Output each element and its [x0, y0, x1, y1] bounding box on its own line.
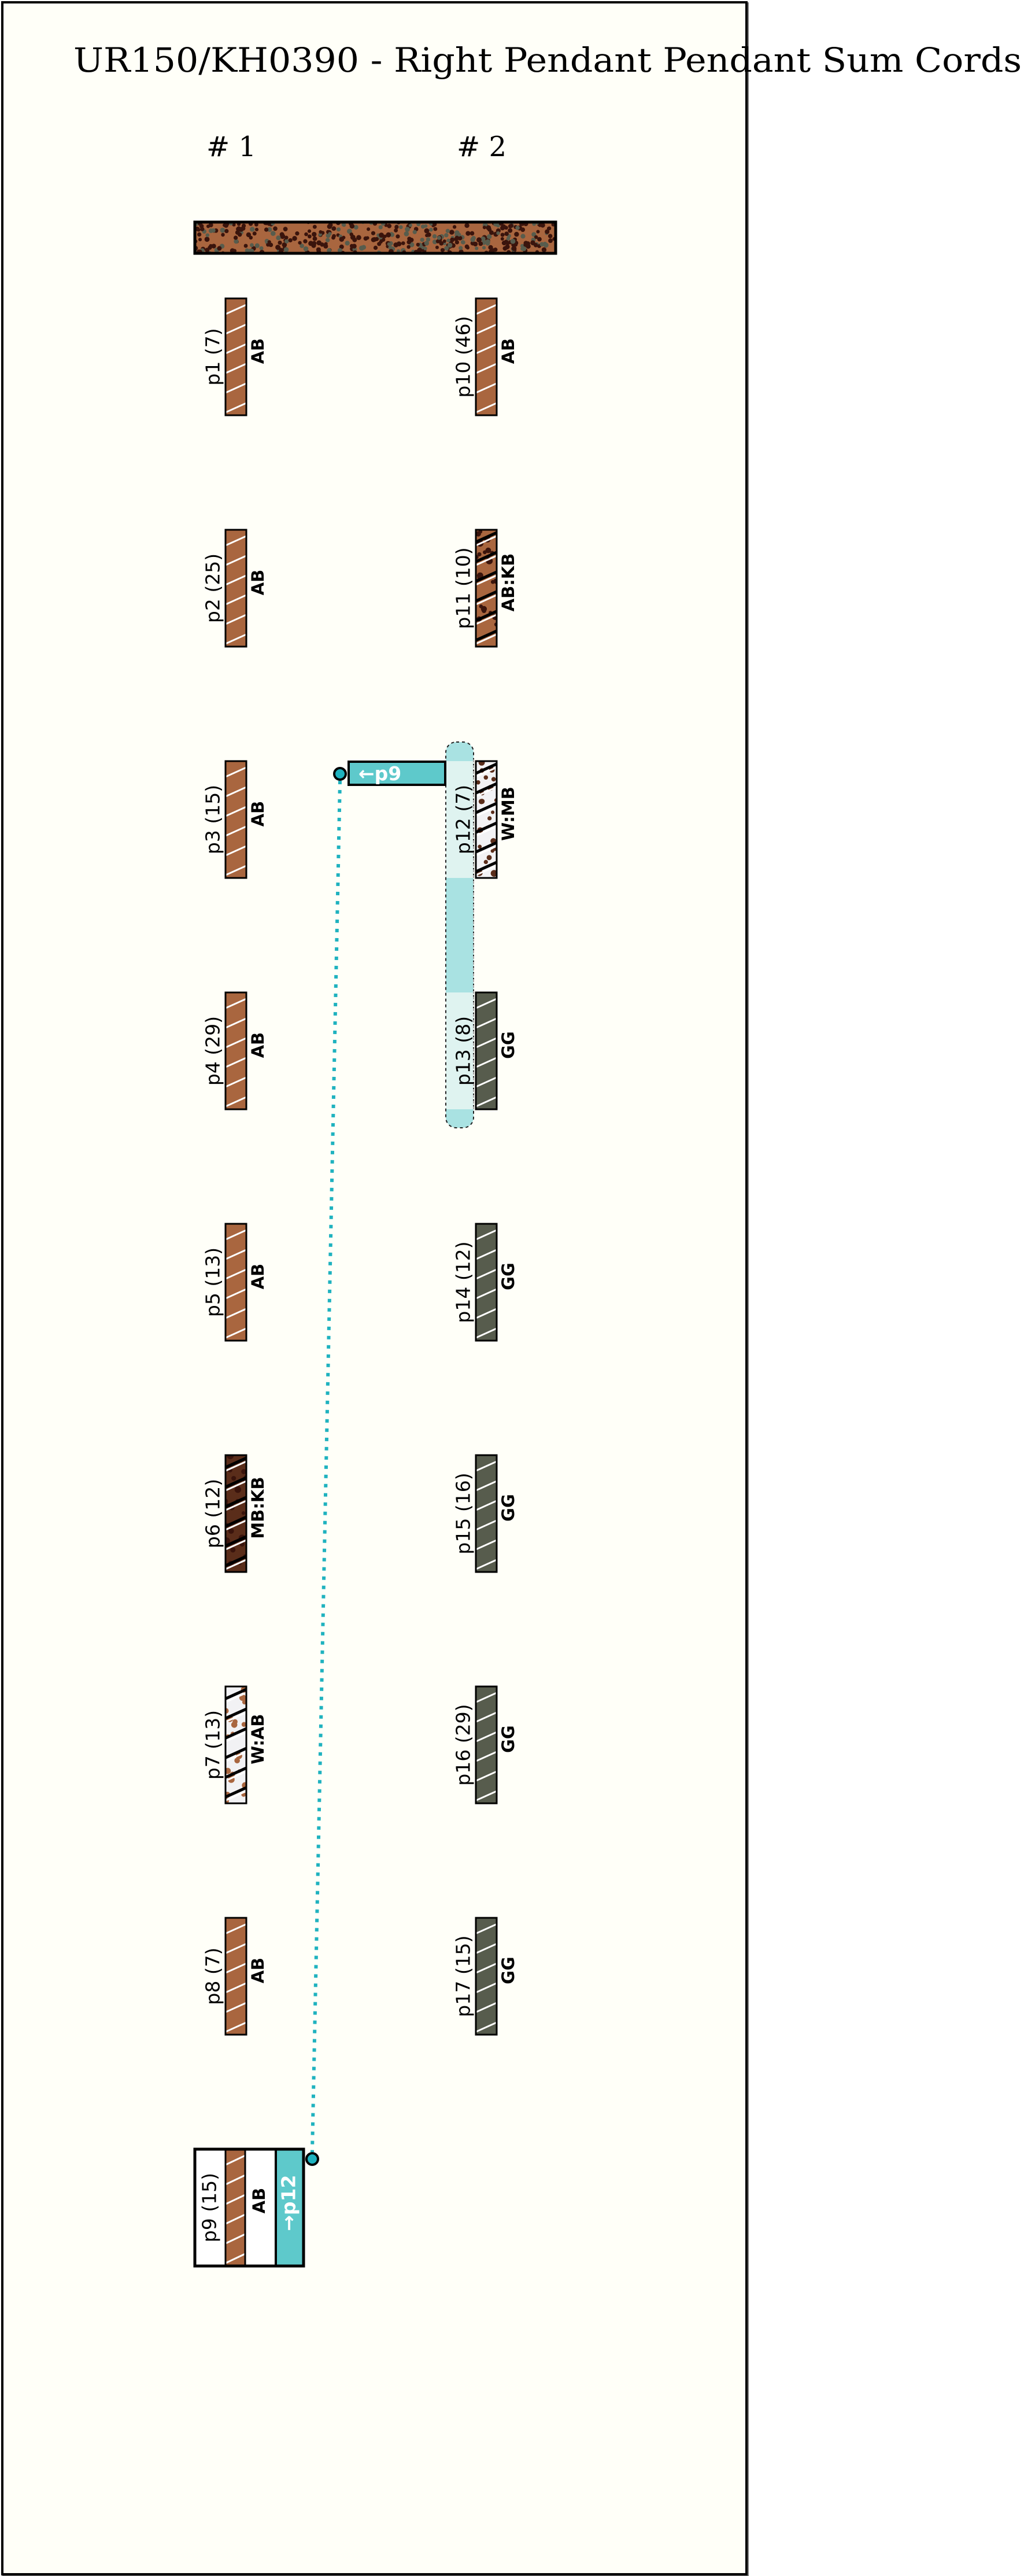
pendant-label-p11: p11 (10) — [452, 547, 475, 629]
cord-p17[interactable] — [475, 1917, 498, 2052]
color-code-p17: GG — [498, 1957, 518, 1984]
column-heading-2: # 2 — [457, 131, 507, 163]
pendant-p2[interactable]: p2 (25) AB — [202, 529, 268, 664]
color-code-p15: GG — [498, 1494, 518, 1522]
color-code-p16: GG — [498, 1725, 518, 1753]
primary-cord[interactable] — [193, 220, 557, 256]
pendant-p13[interactable]: p13 (8) GG — [452, 991, 519, 1127]
cord-p5[interactable] — [224, 1223, 247, 1358]
cord-p9[interactable] — [224, 2148, 246, 2283]
pendant-label-p6: p6 (12) — [202, 1479, 224, 1548]
link-start-dot — [333, 767, 347, 781]
color-code-p10: AB — [498, 338, 518, 364]
color-code-p14: GG — [498, 1263, 518, 1290]
pendant-p5[interactable]: p5 (13) AB — [202, 1223, 268, 1358]
sum-cord-link-label: →p12 — [278, 2175, 300, 2231]
cord-p15[interactable] — [475, 1454, 498, 1589]
cord-p6[interactable] — [223, 1452, 249, 1589]
sum-link: ←p9 — [305, 761, 446, 2166]
link-label-box[interactable] — [348, 761, 446, 786]
pendant-label-p3: p3 (15) — [202, 785, 224, 854]
cord-p8[interactable] — [224, 1917, 247, 2052]
color-code-p13: GG — [498, 1031, 518, 1059]
color-code-p11: AB:KB — [498, 553, 518, 612]
pendant-p14[interactable]: p14 (12) GG — [452, 1223, 519, 1358]
pendant-label-p17: p17 (15) — [452, 1935, 475, 2017]
link-end-dot — [305, 2152, 319, 2166]
pendant-p17[interactable]: p17 (15) GG — [452, 1917, 519, 2052]
link-label: ←p9 — [358, 762, 401, 785]
sum-cord-box[interactable]: p9 (15) AB →p12 — [193, 2147, 305, 2283]
color-code-p8: AB — [248, 1958, 268, 1984]
pendant-p16[interactable]: p16 (29) GG — [452, 1685, 519, 1821]
diagram-title: UR150/KH0390 - Right Pendant Pendant Sum… — [73, 40, 1022, 80]
color-code-p1: AB — [248, 338, 268, 364]
pendant-p1[interactable]: p1 (7) AB — [202, 297, 268, 433]
pendant-label-p1: p1 (7) — [202, 328, 224, 385]
cord-p7[interactable] — [223, 1685, 249, 1821]
color-code-p6: MB:KB — [248, 1477, 268, 1538]
cord-p16[interactable] — [475, 1685, 498, 1821]
cord-p4[interactable] — [224, 991, 247, 1127]
cord-p3[interactable] — [224, 760, 247, 895]
column-heading-1: # 1 — [206, 131, 256, 163]
color-code-p7: W:AB — [248, 1714, 268, 1764]
pendant-label-p13: p13 (8) — [452, 1016, 475, 1086]
color-code-p3: AB — [248, 801, 268, 827]
pendant-p6[interactable]: p6 (12) MB:KB — [202, 1452, 268, 1589]
pendant-p3[interactable]: p3 (15) AB — [202, 760, 268, 895]
sum-cord-label: p9 (15) — [198, 2173, 221, 2242]
pendant-p15[interactable]: p15 (16) GG — [452, 1454, 519, 1589]
color-code-p12: W:MB — [498, 787, 518, 841]
pendant-p11[interactable]: p11 (10) AB:KB — [452, 529, 519, 664]
cord-p14[interactable] — [475, 1223, 498, 1358]
group-member-band — [446, 992, 474, 1109]
pendant-p8[interactable]: p8 (7) AB — [202, 1917, 268, 2052]
pendant-label-p8: p8 (7) — [202, 1947, 224, 2005]
sum-link-line — [310, 780, 342, 2153]
pendant-label-p16: p16 (29) — [452, 1704, 475, 1785]
group-member-band — [446, 761, 474, 878]
pendant-p10[interactable]: p10 (46) AB — [452, 297, 519, 433]
cord-p13[interactable] — [475, 991, 498, 1127]
pendant-p4[interactable]: p4 (29) AB — [202, 991, 268, 1127]
sum-cord-color-code: AB — [249, 2188, 269, 2214]
cord-p1[interactable] — [224, 297, 247, 433]
cord-p12[interactable] — [475, 759, 498, 895]
pendant-label-p5: p5 (13) — [202, 1248, 224, 1317]
pendant-label-p12: p12 (7) — [452, 785, 475, 854]
diagram-frame — [1, 1, 748, 2575]
cord-p11[interactable] — [474, 529, 498, 664]
sum-group-highlight — [445, 741, 474, 1128]
pendant-label-p2: p2 (25) — [202, 553, 224, 623]
pendant-label-p4: p4 (29) — [202, 1016, 224, 1086]
color-code-p5: AB — [248, 1264, 268, 1290]
pendant-label-p14: p14 (12) — [452, 1241, 475, 1323]
cord-p2[interactable] — [224, 529, 247, 664]
pendant-p12[interactable]: p12 (7) W:MB — [452, 759, 519, 895]
sum-link-cell[interactable] — [275, 2148, 305, 2267]
pendant-label-p10: p10 (46) — [452, 316, 475, 397]
pendant-p7[interactable]: p7 (13) W:AB — [202, 1685, 268, 1821]
pendant-label-p15: p15 (16) — [452, 1472, 475, 1554]
cord-p10[interactable] — [475, 297, 498, 433]
pendant-label-p7: p7 (13) — [202, 1710, 224, 1780]
group-outline — [445, 741, 474, 1128]
color-code-p4: AB — [248, 1032, 268, 1058]
color-code-p2: AB — [248, 570, 268, 596]
